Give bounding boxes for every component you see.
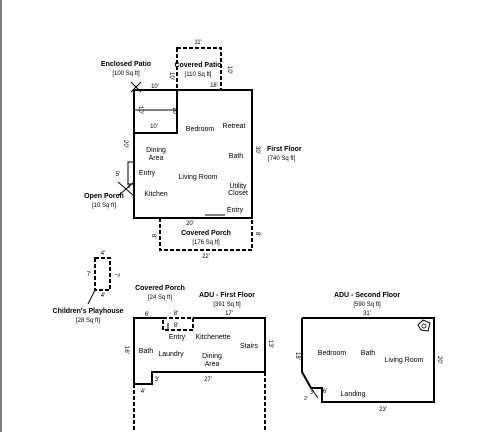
covered-porch-outline	[159, 218, 253, 251]
enclosed-patio-area: [100 Sq ft]	[112, 71, 140, 77]
adu-second-name: ADU - Second Floor	[334, 292, 400, 299]
room-entry: Entry	[139, 170, 156, 177]
open-porch-area: [10 Sq ft]	[92, 203, 116, 209]
room-dining-line1: Dining	[146, 147, 166, 154]
dim-five: 5'	[116, 172, 120, 178]
dim-twenty-bottom: 20'	[186, 221, 194, 227]
adu-second-dim-six: 6'	[323, 389, 327, 395]
playhouse-outline	[94, 257, 111, 291]
adu-room-dining-line2: Area	[205, 361, 220, 368]
room-utility-line2: Closet	[228, 190, 248, 197]
adu-second-stair-line	[310, 387, 319, 399]
adu-second-area: [590 Sq ft]	[353, 302, 381, 308]
adu-second-room-living: Living Room	[385, 357, 424, 364]
adu-second-room-landing: Landing	[341, 391, 366, 398]
adu-first-name: ADU - First Floor	[199, 292, 255, 299]
adu-porch-dim-left: 6'	[145, 312, 149, 318]
room-living: Living Room	[179, 174, 218, 181]
room-kitchen: Kitchen	[144, 191, 167, 198]
adu-second-dim-right: 20'	[436, 356, 442, 364]
adu-first-dim-three: 3'	[155, 377, 159, 383]
adu-first-dim-bottom: 27'	[204, 377, 212, 383]
dim-right-thirty: 30'	[254, 146, 260, 154]
adu-first-walls	[133, 317, 163, 384]
adu-covered-porch-outline	[162, 317, 194, 331]
playhouse-leader	[87, 289, 96, 305]
covered-patio-name: Covered Patio	[174, 62, 221, 69]
adu-first-dim-right: 13'	[267, 340, 273, 348]
covered-patio-dim-left: 10'	[168, 72, 174, 80]
adu-second-room-bath: Bath	[361, 350, 376, 357]
room-bedroom: Bedroom	[186, 126, 215, 133]
adu-second-room-bedroom: Bedroom	[318, 350, 347, 357]
dim-ten-vert-a: 10'	[137, 106, 143, 114]
adu-second-walls	[301, 317, 435, 403]
adu-second-fixture	[417, 319, 431, 332]
covered-patio-dim-top: 11'	[194, 40, 201, 46]
covered-porch-dim-bottom: 22'	[202, 254, 210, 260]
open-porch-step	[127, 161, 135, 185]
dim-ten-inner: 10'	[150, 124, 158, 130]
playhouse-dim-bottom: 4'	[101, 293, 105, 299]
adu-second-dim-three: 3'	[310, 390, 314, 396]
adu-first-walls-right	[134, 317, 266, 385]
room-retreat: Retreat	[223, 123, 246, 130]
room-entry-2: Entry	[227, 207, 244, 214]
adu-second-dim-bottom: 23'	[379, 407, 387, 413]
covered-patio-area: [110 Sq ft]	[185, 72, 212, 78]
adu-room-kitchenette: Kitchenette	[195, 334, 230, 341]
first-floor-area: [740 Sq ft]	[268, 156, 296, 162]
adu-room-laundry: Laundry	[158, 351, 184, 358]
first-floor-name: First Floor	[267, 146, 302, 153]
enclosed-patio-dim-v: 10'	[171, 107, 177, 115]
adu-room-dining-line1: Dining	[202, 353, 222, 360]
adu-first-dim-top: 17'	[225, 311, 233, 317]
adu-second-dim-two: 2'	[304, 396, 308, 402]
playhouse-dim-right: 7'	[113, 273, 119, 277]
covered-porch-dim-left: 8'	[150, 234, 156, 238]
enclosed-patio-marker-b	[130, 81, 142, 93]
room-bath: Bath	[229, 153, 244, 160]
room-dining-line2: Area	[149, 155, 164, 162]
dim-left-twenty: 20'	[122, 140, 128, 148]
adu-porch-name: Covered Porch	[135, 285, 185, 292]
covered-porch-dim-right: 8'	[254, 232, 260, 236]
covered-porch-name: Covered Porch	[181, 230, 231, 237]
dim-eighteen: 18'	[210, 83, 218, 89]
covered-patio-dim-right: 10'	[226, 66, 232, 74]
adu-first-dim-four: 4'	[141, 389, 145, 395]
adu-first-dim-left: 16'	[123, 346, 129, 354]
first-floor-walls	[133, 89, 253, 219]
dim-ten-top-a: 10'	[151, 84, 159, 90]
adu-second-dim-top: 31'	[363, 311, 371, 317]
adu-second-floor: ADU - Second Floor [590 Sq ft] 31' 18' 2…	[294, 292, 442, 413]
adu-second-dim-left: 18'	[294, 352, 300, 360]
playhouse-name: Children's Playhouse	[53, 308, 124, 315]
adu-room-bath: Bath	[139, 348, 154, 355]
adu-first-floor: Covered Porch [24 Sq ft] 6' 8' 8' ADU - …	[123, 285, 273, 432]
playhouse-dim-top: 4'	[101, 251, 105, 257]
adu-first-area: [391 Sq ft]	[213, 302, 241, 308]
playhouse: 4' 7' 7' 4' Children's Playhouse [28 Sq …	[53, 251, 124, 324]
covered-porch-area: [176 Sq ft]	[192, 240, 220, 246]
dim-three: 3'	[127, 184, 131, 190]
first-floor: Enclosed Patio [100 Sq ft] Covered Patio…	[84, 40, 302, 260]
open-porch-name: Open Porch	[84, 193, 124, 200]
enclosed-patio-name: Enclosed Patio	[101, 61, 151, 68]
adu-porch-area: [24 Sq ft]	[148, 295, 172, 301]
adu-second-fixture-center	[421, 323, 427, 329]
room-utility-line1: Utility	[229, 183, 247, 190]
adu-porch-dim-right: 8'	[174, 311, 178, 317]
adu-room-entry: Entry	[169, 334, 186, 341]
playhouse-dim-left: 7'	[87, 272, 91, 278]
adu-porch-dim-inner: 8'	[174, 323, 178, 329]
adu-room-stairs: Stairs	[240, 343, 258, 350]
playhouse-area: [28 Sq ft]	[76, 318, 100, 324]
